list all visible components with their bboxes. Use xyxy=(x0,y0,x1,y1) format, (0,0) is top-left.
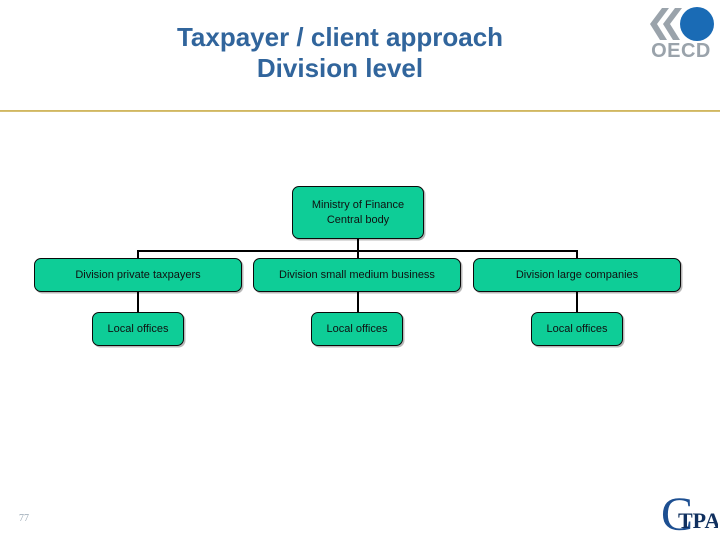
ctpa-wordmark: TPA xyxy=(678,508,718,533)
org-node-division-private-taxpayers[interactable]: Division private taxpayers xyxy=(34,258,242,292)
org-node-label: Local offices xyxy=(546,322,608,335)
oecd-chevrons-icon xyxy=(650,8,682,40)
org-node-label: Ministry of Finance Central body xyxy=(311,198,405,226)
oecd-wordmark: OECD xyxy=(651,40,711,62)
ctpa-letter-c: C xyxy=(661,488,693,536)
page-title-line-1: Taxpayer / client approach xyxy=(176,22,504,52)
page-title: Taxpayer / client approach Division leve… xyxy=(60,22,620,84)
org-node-local-offices-private[interactable]: Local offices xyxy=(92,312,184,346)
page-title-line-2: Division level xyxy=(256,53,424,83)
page-number: 77 xyxy=(19,513,29,524)
oecd-circle-icon xyxy=(680,7,714,41)
org-node-division-small-medium-business[interactable]: Division small medium business xyxy=(253,258,461,292)
org-node-label: Local offices xyxy=(326,322,388,335)
oecd-logo: OECD xyxy=(645,4,717,62)
org-node-label: Division large companies xyxy=(515,268,639,281)
header-divider xyxy=(0,110,720,112)
org-node-division-large-companies[interactable]: Division large companies xyxy=(473,258,681,292)
org-node-label: Local offices xyxy=(107,322,169,335)
org-node-local-offices-sme[interactable]: Local offices xyxy=(311,312,403,346)
org-node-local-offices-large[interactable]: Local offices xyxy=(531,312,623,346)
org-node-label: Division private taxpayers xyxy=(75,268,201,281)
org-node-label: Division small medium business xyxy=(279,268,435,281)
org-node-ministry-of-finance[interactable]: Ministry of Finance Central body xyxy=(292,186,424,239)
ctpa-logo: C TPA xyxy=(660,488,718,536)
